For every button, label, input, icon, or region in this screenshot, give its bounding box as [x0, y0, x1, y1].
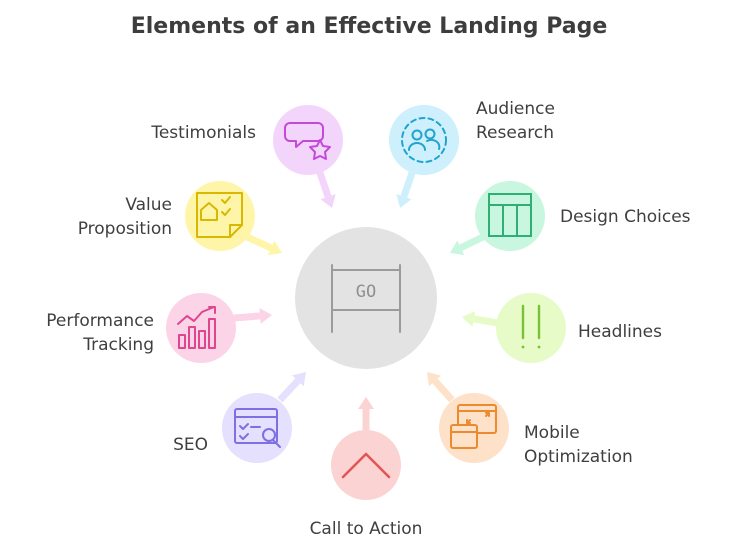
arrow-head-seo — [291, 372, 306, 387]
arrow-head-testimonials — [320, 194, 336, 208]
bar-chart-trend-icon — [177, 306, 216, 349]
node-circle-value-proposition — [185, 181, 255, 251]
label-seo: SEO — [173, 435, 208, 455]
node-headlines — [496, 293, 566, 363]
center-node: GO — [295, 227, 437, 369]
arrow-mobile-optimization — [432, 378, 455, 403]
chevron-up-icon — [341, 452, 391, 479]
label-performance-tracking: Performance Tracking — [46, 311, 154, 355]
node-circle-audience-research — [389, 105, 459, 175]
arrow-head-performance-tracking — [259, 307, 272, 324]
node-value-proposition — [185, 181, 255, 251]
node-circle-design-choices — [475, 181, 545, 251]
arrow-seo — [277, 378, 301, 403]
exclamation-icon — [521, 304, 541, 349]
browser-search-icon — [234, 408, 281, 448]
arrow-head-design-choices — [450, 240, 465, 255]
responsive-devices-icon — [450, 404, 497, 449]
speech-bubble-star-icon — [284, 122, 331, 160]
arrow-testimonials — [315, 168, 332, 198]
label-testimonials: Testimonials — [151, 123, 256, 143]
node-design-choices — [475, 181, 545, 251]
arrow-value-proposition — [243, 232, 273, 252]
node-testimonials — [273, 105, 343, 175]
arrows — [233, 168, 499, 432]
label-design-choices: Design Choices — [560, 207, 691, 227]
checklist-house-icon — [196, 192, 243, 238]
label-call-to-action: Call to Action — [309, 519, 423, 539]
arrow-design-choices — [459, 232, 487, 251]
label-mobile-optimization: Mobile Optimization — [524, 423, 633, 467]
node-audience-research — [389, 105, 459, 175]
arrow-head-call-to-action — [358, 397, 374, 409]
diagram-title: Elements of an Effective Landing Page — [130, 14, 608, 39]
go-sign-text: GO — [356, 282, 376, 302]
arrow-head-mobile-optimization — [427, 372, 441, 387]
arrow-head-audience-research — [396, 194, 412, 208]
center-circle — [295, 227, 437, 369]
node-circle-call-to-action — [331, 430, 401, 500]
arrow-audience-research — [400, 168, 417, 198]
label-headlines: Headlines — [578, 322, 662, 342]
label-value-proposition: Value Proposition — [77, 195, 172, 239]
node-performance-tracking — [166, 293, 236, 363]
arrow-head-headlines — [462, 311, 476, 327]
node-seo — [222, 393, 292, 463]
audience-group-icon — [401, 117, 447, 163]
node-call-to-action — [331, 430, 401, 500]
go-sign-icon — [331, 264, 401, 333]
layout-grid-icon — [488, 193, 532, 237]
arrow-headlines — [473, 315, 499, 327]
node-circle-headlines — [496, 293, 566, 363]
arrow-performance-tracking — [233, 312, 261, 322]
label-audience-research: Audience Research — [476, 99, 555, 143]
arrow-head-value-proposition — [267, 240, 282, 256]
node-mobile-optimization — [439, 393, 509, 463]
node-circle-performance-tracking — [166, 293, 236, 363]
